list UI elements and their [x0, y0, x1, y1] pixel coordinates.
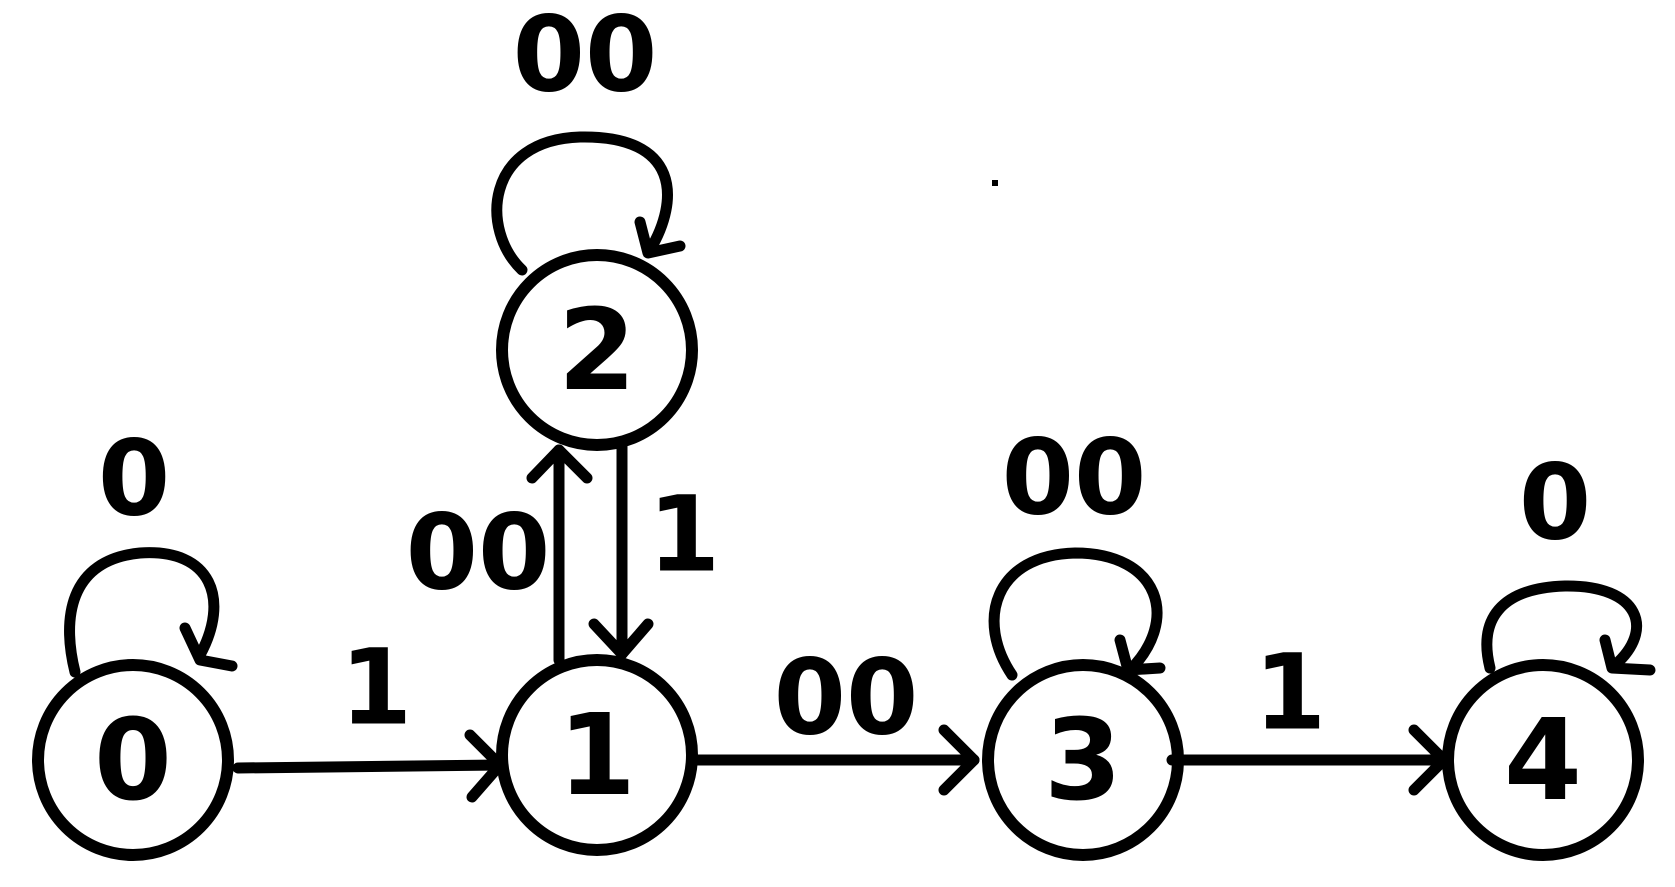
edge-label-3-to-3: 00 — [1002, 416, 1147, 538]
node-0[interactable]: 0 — [32, 659, 234, 861]
speck-dot — [992, 180, 998, 186]
node-1-circle — [496, 654, 698, 856]
node-4-label: 4 — [1504, 696, 1582, 826]
node-4-circle — [1442, 659, 1644, 861]
node-1-label: 1 — [558, 691, 636, 821]
loop-2 — [491, 131, 673, 276]
loop-4-arrowhead — [1599, 634, 1656, 676]
edge-label-2-to-2: 00 — [513, 0, 658, 115]
loop-4 — [1481, 580, 1643, 674]
loop-0 — [64, 547, 220, 678]
edge-label-2-to-1: 1 — [648, 473, 720, 595]
node-0-circle — [32, 659, 234, 861]
node-0-label: 0 — [94, 696, 172, 826]
edge-1-to-3-arrowhead — [938, 724, 980, 796]
edge-label-4-to-4: 0 — [1519, 441, 1591, 563]
node-2-circle — [496, 249, 698, 451]
node-1[interactable]: 1 — [496, 654, 698, 856]
loop-2-arrowhead — [634, 216, 686, 259]
edge-label-1-to-2: 00 — [406, 491, 551, 613]
edge-0-to-1 — [232, 759, 506, 774]
edge-label-0-to-1: 1 — [340, 626, 412, 748]
edge-label-1-to-3: 00 — [774, 636, 919, 758]
edge-label-0-to-0: 0 — [98, 417, 170, 539]
node-2[interactable]: 2 — [496, 249, 698, 451]
node-4[interactable]: 4 — [1442, 659, 1644, 861]
node-3-circle — [982, 659, 1184, 861]
node-2-label: 2 — [558, 286, 636, 416]
edge-label-3-to-4: 1 — [1254, 631, 1326, 753]
loop-3 — [988, 547, 1163, 681]
loop-0-arrowhead — [179, 622, 238, 672]
edge-2-to-1-arrowhead — [588, 618, 654, 660]
node-3-label: 3 — [1044, 696, 1122, 826]
edge-1-to-2-arrowhead — [526, 444, 593, 484]
node-3[interactable]: 3 — [982, 659, 1184, 861]
